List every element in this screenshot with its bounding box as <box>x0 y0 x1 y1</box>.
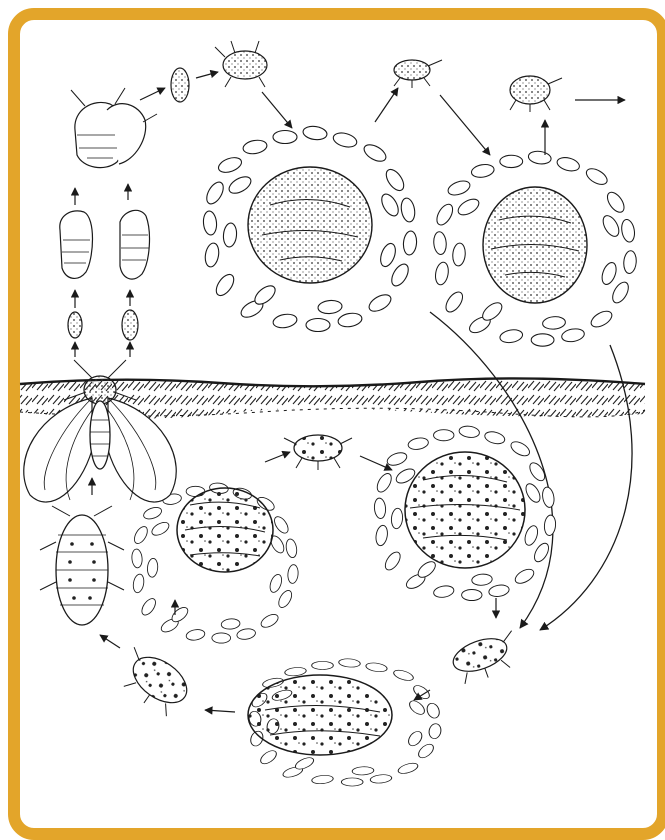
adult-pair-icon <box>71 88 157 168</box>
wingless-adult-icon <box>40 506 124 625</box>
egg-mass-lower-right <box>374 425 557 601</box>
egg-mass-lower-left <box>131 482 299 643</box>
egg-mass-bottom <box>248 658 442 786</box>
egg-mass-upper-left <box>202 125 417 332</box>
pupa-icon <box>60 210 150 279</box>
egg-mass-upper-right <box>433 150 637 346</box>
